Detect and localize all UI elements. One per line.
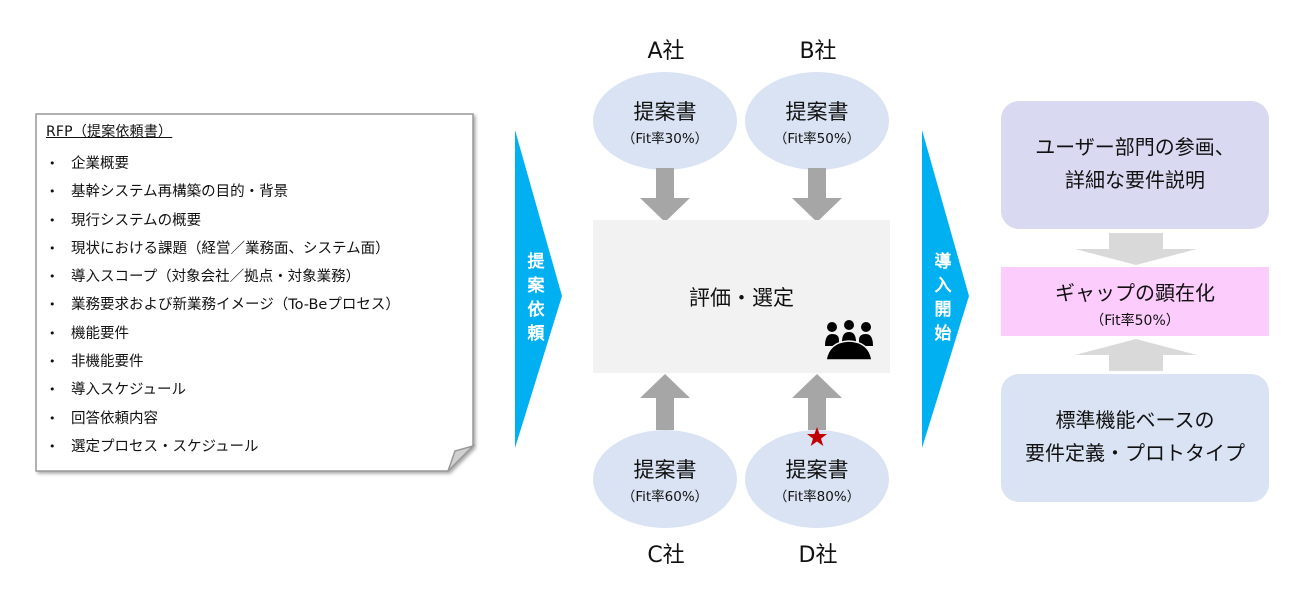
- start-chevron-label: 導 入 開 始: [934, 252, 952, 344]
- start-chevron: [922, 130, 969, 448]
- arrow-up-d: [792, 374, 842, 430]
- user-participation-box: ユーザー部門の参画、 詳細な要件説明: [1001, 101, 1269, 229]
- arrow-down-b: [792, 168, 842, 222]
- rfp-item: •企業概要: [49, 156, 129, 172]
- meeting-group-icon: [825, 320, 873, 361]
- rfp-document-shape: [35, 113, 476, 472]
- rfp-item: •現状における課題（経営／業務面、システム面）: [49, 240, 390, 257]
- rfp-item: •現行システムの概要: [49, 212, 202, 229]
- arrow-down-gap: [1075, 233, 1197, 265]
- proposal-a: 提案書 （Fit率30%）: [593, 72, 737, 170]
- rfp-item: •選定プロセス・スケジュール: [49, 438, 259, 455]
- rfp-item: •導入スケジュール: [49, 382, 186, 399]
- rfp-item: •機能要件: [49, 325, 129, 342]
- request-chevron-label: 提 案 依 頼: [527, 252, 545, 344]
- rfp-title: RFP（提案依頼書）: [46, 124, 173, 140]
- star-icon: [807, 427, 827, 446]
- arrow-down-a: [640, 168, 690, 222]
- rfp-item: •基幹システム再構築の目的・背景: [49, 184, 289, 201]
- proposal-d: 提案書 （Fit率80%）: [745, 430, 889, 528]
- proposal-b: 提案書 （Fit率50%）: [745, 72, 889, 170]
- rfp-item: •回答依頼内容: [49, 410, 158, 427]
- standard-function-box: 標準機能ベースの 要件定義・プロトタイプ: [1001, 374, 1269, 502]
- evaluation-box: 評価・選定: [593, 220, 890, 373]
- rfp-item: •業務要求および新業務イメージ（To-Beプロセス）: [49, 297, 400, 314]
- gap-box: ギャップの顕在化 （Fit率50%）: [1001, 267, 1269, 336]
- evaluation-label: 評価・選定: [689, 286, 794, 310]
- company-label-a: A社: [647, 39, 685, 64]
- proposal-c: 提案書 （Fit率60%）: [593, 430, 737, 528]
- company-label-d: D社: [798, 543, 838, 568]
- request-chevron: [515, 130, 562, 448]
- arrow-up-c: [640, 374, 690, 430]
- rfp-item-list: •企業概要 •基幹システム再構築の目的・背景 •現行システムの概要 •現状におけ…: [49, 150, 400, 461]
- company-label-b: B社: [799, 39, 837, 64]
- company-label-c: C社: [647, 543, 685, 568]
- rfp-item: •導入スコープ（対象会社／拠点・対象業務）: [49, 269, 361, 286]
- rfp-document: RFP（提案依頼書） •企業概要 •基幹システム再構築の目的・背景 •現行システ…: [35, 113, 476, 472]
- rfp-item: •非機能要件: [49, 354, 144, 371]
- arrow-up-gap: [1075, 339, 1197, 371]
